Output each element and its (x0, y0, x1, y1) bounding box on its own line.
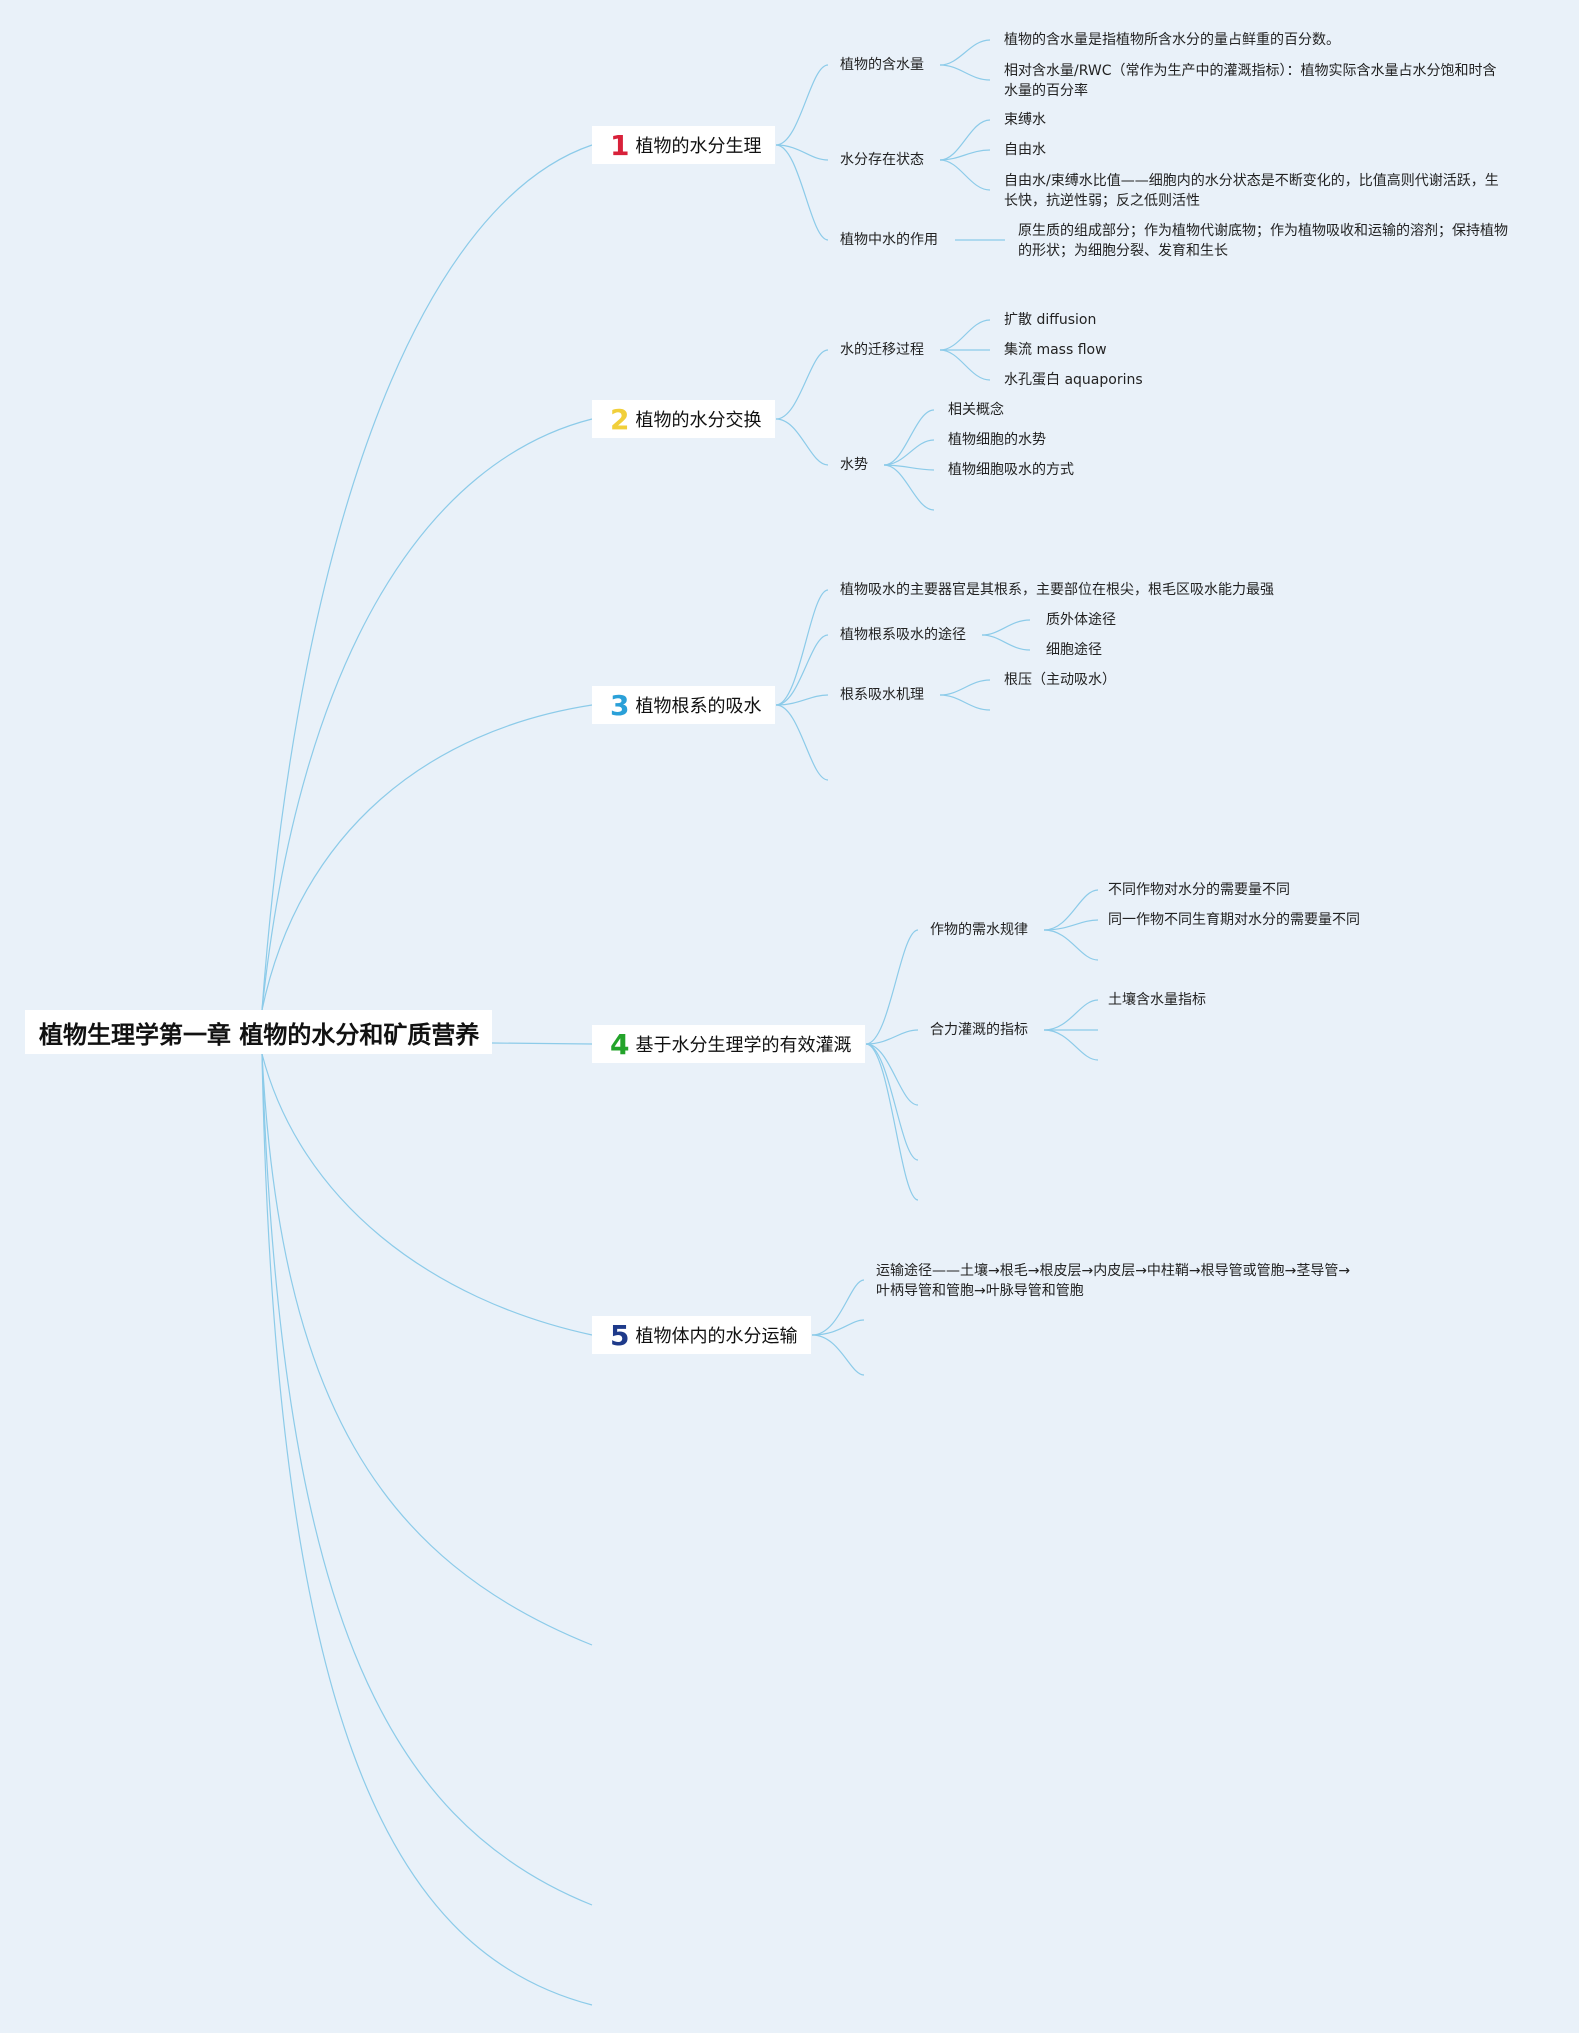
node-mechanism[interactable]: 根系吸水机理 (840, 687, 924, 703)
node-free-water[interactable]: 自由水 (1004, 142, 1046, 158)
branch-2-label: 植物的水分交换 (635, 410, 762, 431)
branch-5[interactable]: 5 植物体内的水分运输 (592, 1316, 812, 1354)
node-soil-index[interactable]: 土壤含水量指标 (1108, 992, 1206, 1008)
branch-1-label: 植物的水分生理 (635, 136, 762, 157)
node-diffusion[interactable]: 扩散 diffusion (1004, 312, 1097, 328)
branch-1[interactable]: 1 植物的水分生理 (592, 126, 776, 164)
branch-5-number: 5 (610, 1318, 630, 1352)
node-water-state[interactable]: 水分存在状态 (840, 152, 924, 168)
node-cell-potential[interactable]: 植物细胞的水势 (948, 432, 1046, 448)
node-mass-flow[interactable]: 集流 mass flow (1004, 342, 1107, 358)
node-rwc-line1[interactable]: 相对含水量/RWC（常作为生产中的灌溉指标）：植物实际含水量占水分饱和时含 (1004, 63, 1497, 79)
node-rwc-line2: 水量的百分率 (1004, 83, 1088, 99)
node-absorb-way[interactable]: 植物细胞吸水的方式 (948, 462, 1074, 478)
branch-4-number: 4 (610, 1027, 630, 1061)
node-apoplast[interactable]: 质外体途径 (1046, 612, 1116, 628)
node-role-line1[interactable]: 原生质的组成部分；作为植物代谢底物；作为植物吸收和运输的溶剂；保持植物 (1018, 223, 1508, 239)
node-migration[interactable]: 水的迁移过程 (840, 342, 924, 358)
branch-1-number: 1 (610, 128, 630, 162)
branch-2-number: 2 (610, 402, 630, 436)
node-water-content-def[interactable]: 植物的含水量是指植物所含水分的量占鲜重的百分数。 (1004, 32, 1340, 48)
node-root-route[interactable]: 植物根系吸水的途径 (840, 627, 966, 643)
node-water-potential[interactable]: 水势 (840, 457, 868, 473)
node-ratio-line1[interactable]: 自由水/束缚水比值——细胞内的水分状态是不断变化的，比值高则代谢活跃，生 (1004, 173, 1499, 189)
node-ratio-line2: 长快，抗逆性弱；反之低则活性 (1004, 193, 1200, 209)
node-irrigation-index[interactable]: 合力灌溉的指标 (930, 1022, 1028, 1038)
branch-3-label: 植物根系的吸水 (635, 696, 762, 717)
node-crop-demand[interactable]: 作物的需水规律 (930, 922, 1028, 938)
node-role-line2: 的形状；为细胞分裂、发育和生长 (1018, 243, 1228, 259)
node-concept[interactable]: 相关概念 (948, 402, 1004, 418)
root-topic[interactable]: 植物生理学第一章 植物的水分和矿质营养 (25, 1010, 492, 1054)
branch-2[interactable]: 2 植物的水分交换 (592, 400, 776, 438)
branch-4-label: 基于水分生理学的有效灌溉 (635, 1035, 852, 1056)
branch-3-number: 3 (610, 688, 630, 722)
node-aquaporins[interactable]: 水孔蛋白 aquaporins (1004, 372, 1143, 388)
node-bound-water[interactable]: 束缚水 (1004, 112, 1046, 128)
node-diff-crops[interactable]: 不同作物对水分的需要量不同 (1108, 882, 1290, 898)
node-water-content[interactable]: 植物的含水量 (840, 57, 924, 73)
node-water-role[interactable]: 植物中水的作用 (840, 232, 938, 248)
node-root-pressure[interactable]: 根压（主动吸水） (1004, 672, 1116, 688)
node-main-organ[interactable]: 植物吸水的主要器官是其根系，主要部位在根尖，根毛区吸水能力最强 (840, 582, 1274, 598)
node-cell-route[interactable]: 细胞途径 (1046, 642, 1102, 658)
node-transport-line1[interactable]: 运输途径——土壤→根毛→根皮层→内皮层→中柱鞘→根导管或管胞→茎导管→ (876, 1263, 1351, 1279)
branch-5-label: 植物体内的水分运输 (635, 1326, 798, 1347)
branch-3[interactable]: 3 植物根系的吸水 (592, 686, 776, 724)
node-diff-stages[interactable]: 同一作物不同生育期对水分的需要量不同 (1108, 912, 1360, 928)
branch-4[interactable]: 4 基于水分生理学的有效灌溉 (592, 1025, 866, 1063)
node-transport-line2: 叶柄导管和管胞→叶脉导管和管胞 (876, 1283, 1084, 1299)
